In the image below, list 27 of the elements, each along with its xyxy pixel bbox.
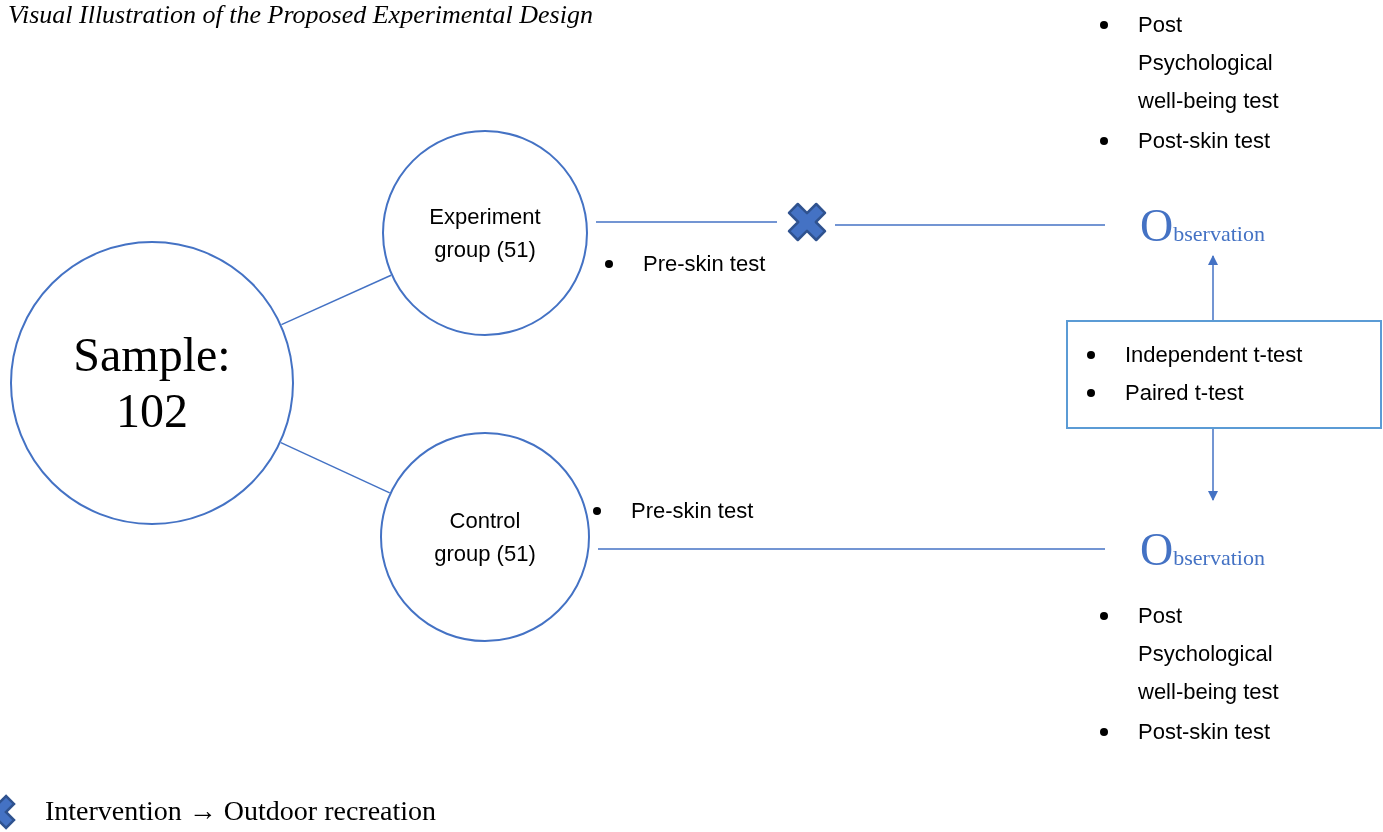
- cross-icon: [787, 202, 827, 242]
- bullet-text: Post Psychological well-being test: [1138, 602, 1280, 706]
- group-text: Control group (51): [433, 507, 537, 568]
- connector-line: [595, 221, 778, 223]
- bullet-text: Post-skin test: [1138, 718, 1272, 746]
- legend-text: Intervention → Outdoor recreation: [45, 794, 437, 828]
- group-circle: [380, 432, 590, 642]
- bullet-text: Pre-skin test: [631, 497, 755, 525]
- connector-line: [834, 224, 1106, 226]
- arrow: [1208, 255, 1218, 321]
- connector-line: [280, 441, 391, 494]
- bullet-text: Post Psychological well-being test: [1138, 11, 1280, 115]
- arrow: [1208, 428, 1218, 501]
- figure-title: Visual Illustration of the Proposed Experimental Design: [8, 0, 593, 30]
- bullet-text: Independent t-test: [1125, 341, 1304, 369]
- bullet-text: Paired t-test: [1125, 379, 1245, 407]
- observation-text: Observation: [1140, 522, 1265, 576]
- sample-text: Sample: 102: [72, 327, 232, 439]
- group-text: Experiment group (51): [428, 203, 542, 264]
- group-circle: [382, 130, 588, 336]
- bullet-text: Pre-skin test: [643, 250, 767, 278]
- analysis-box: [1066, 320, 1382, 429]
- connector-line: [280, 274, 392, 326]
- connector-line: [597, 548, 1106, 550]
- observation-text: Observation: [1140, 198, 1265, 252]
- sample-circle: [10, 241, 294, 525]
- bullet-text: Post-skin test: [1138, 127, 1272, 155]
